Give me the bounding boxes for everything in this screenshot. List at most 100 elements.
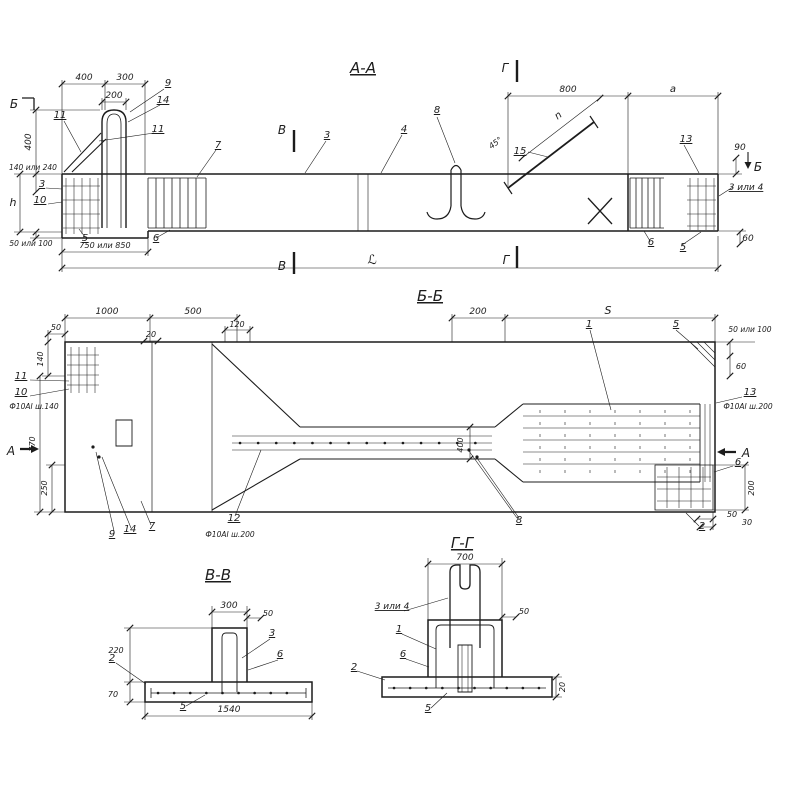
label-dim-20-bb: 20 (146, 330, 156, 339)
label-marker-b-right: Б (754, 160, 762, 174)
label-dim-700: 700 (456, 553, 473, 563)
label-callout-10-bb: 10 (15, 387, 28, 398)
tsection-outline-gg (381, 619, 553, 698)
section-cut-marks-a (20, 447, 736, 454)
leader-lines-aa (45, 88, 734, 246)
label-spec-f10-200-mid: Ф10АI ш.200 (205, 530, 255, 539)
label-callout-6-gg: 6 (400, 649, 406, 660)
section-mark-b-left (22, 97, 35, 110)
label-callout-3-vv: 3 (269, 628, 275, 639)
section-gg-view (356, 558, 562, 709)
label-callout-7-aa: 7 (215, 140, 222, 151)
label-callout-9-bb: 9 (109, 529, 115, 540)
label-callout-11-bb: 11 (15, 371, 28, 382)
label-marker-v-top: В (278, 123, 286, 137)
dimension-lines-bb (34, 314, 755, 530)
diagonal-bar-15 (507, 121, 595, 189)
label-dim-50-100-left: 50 или 100 (9, 239, 52, 248)
lifting-loop-gg (449, 564, 481, 648)
label-callout-5-left-aa: 5 (82, 233, 88, 244)
cross-brace (587, 197, 613, 225)
label-callout-5-right-aa: 5 (680, 242, 686, 253)
label-marker-a-left: А (6, 444, 15, 458)
leader-lines-vv (115, 638, 279, 707)
label-dim-220-vv: 220 (108, 646, 123, 655)
label-callout-11-left: 11 (54, 110, 67, 121)
anchor-sleeve-bars-gg (461, 645, 469, 692)
stirrup-cage-left (147, 177, 207, 229)
dimension-lines-aa (14, 80, 746, 272)
haunch-bars (63, 132, 107, 173)
label-dim-60-right-aa: 60 (742, 234, 754, 244)
label-callout-14-bb: 14 (124, 524, 137, 535)
label-dim-S: S (605, 304, 612, 317)
label-callout-8-aa: 8 (434, 105, 440, 116)
beam-outline (61, 173, 719, 239)
label-dim-400-strip: 400 (456, 437, 465, 452)
plan-inner-verticals (151, 342, 213, 512)
right-end-mesh-bb (704, 404, 711, 482)
label-dim-800: 800 (559, 85, 576, 95)
label-dim-500: 500 (184, 307, 201, 317)
label-dim-70-vv: 70 (108, 690, 118, 699)
right-band-stirrup-ticks (539, 410, 691, 476)
label-title-bb: Б-Б (417, 287, 443, 305)
stem-rebar-vv (221, 632, 238, 692)
label-marker-g-top: Г (502, 61, 510, 75)
label-dim-200-top: 200 (105, 91, 122, 101)
label-callout-9-aa: 9 (165, 78, 171, 89)
label-callout-2-gg: 2 (351, 662, 357, 673)
label-dim-n: n (553, 110, 565, 123)
label-dim-300-vv: 300 (220, 601, 237, 611)
label-dim-140-bb: 140 (36, 351, 45, 366)
label-callout-10-left-aa: 10 (34, 195, 47, 206)
label-dim-770: 770 (28, 436, 37, 451)
label-dim-50-100-right-bb: 50 или 100 (728, 325, 771, 334)
label-callout-6-vv: 6 (277, 649, 283, 660)
dimension-ticks-bb (36, 314, 749, 531)
label-callout-3-left-aa: 3 (39, 179, 45, 190)
anchor-sleeve-gg (457, 644, 473, 693)
bar-dot (91, 445, 95, 449)
diagonal-bar-end-plates (503, 115, 599, 195)
label-dim-50-br: 50 (727, 510, 737, 519)
label-callout-8-bb: 8 (516, 515, 522, 526)
label-callout-6-left-aa: 6 (153, 233, 159, 244)
right-band-outline (523, 403, 701, 483)
label-callout-12-bb: 12 (228, 513, 241, 524)
tsection-outline-vv (144, 627, 313, 703)
label-dim-1540: 1540 (218, 705, 241, 715)
label-note-3or4-right: 3 или 4 (729, 183, 764, 193)
label-callout-5-gg: 5 (425, 703, 431, 714)
label-dim-h: h (10, 196, 17, 209)
end-mesh-left (63, 178, 100, 234)
label-dim-length-L: ℒ (367, 253, 376, 268)
label-callout-15-aa: 15 (514, 146, 527, 157)
arrowhead-a-right (717, 448, 725, 456)
label-dim-200-bb: 200 (469, 307, 486, 317)
arrowhead-a-left (31, 445, 39, 453)
section-cut-marks-aa (292, 60, 519, 274)
label-marker-a-right: А (741, 446, 750, 460)
section-aa-view (14, 60, 752, 274)
label-marker-v-bottom: В (278, 259, 286, 273)
strip-rebar-lines (232, 435, 492, 451)
label-marker-b-left: Б (10, 97, 18, 111)
label-callout-4-aa: 4 (401, 124, 407, 135)
right-band-bars (523, 415, 700, 465)
beam-joint-lines (357, 174, 369, 231)
label-dim-50-gg: 50 (519, 607, 529, 616)
label-dim-60-bb: 60 (736, 362, 746, 371)
leader-lines-bb (29, 329, 743, 532)
label-callout-11-right: 11 (152, 124, 165, 135)
label-dim-300-top: 300 (116, 73, 133, 83)
bar-dot (97, 455, 101, 459)
rib-strip (300, 426, 495, 460)
label-callout-13-aa: 13 (680, 134, 693, 145)
taper-lines (211, 343, 301, 511)
label-title-aa: А-А (349, 59, 376, 77)
label-callout-6-right-aa: 6 (648, 237, 654, 248)
label-callout-2-bb: 2 (699, 521, 705, 532)
